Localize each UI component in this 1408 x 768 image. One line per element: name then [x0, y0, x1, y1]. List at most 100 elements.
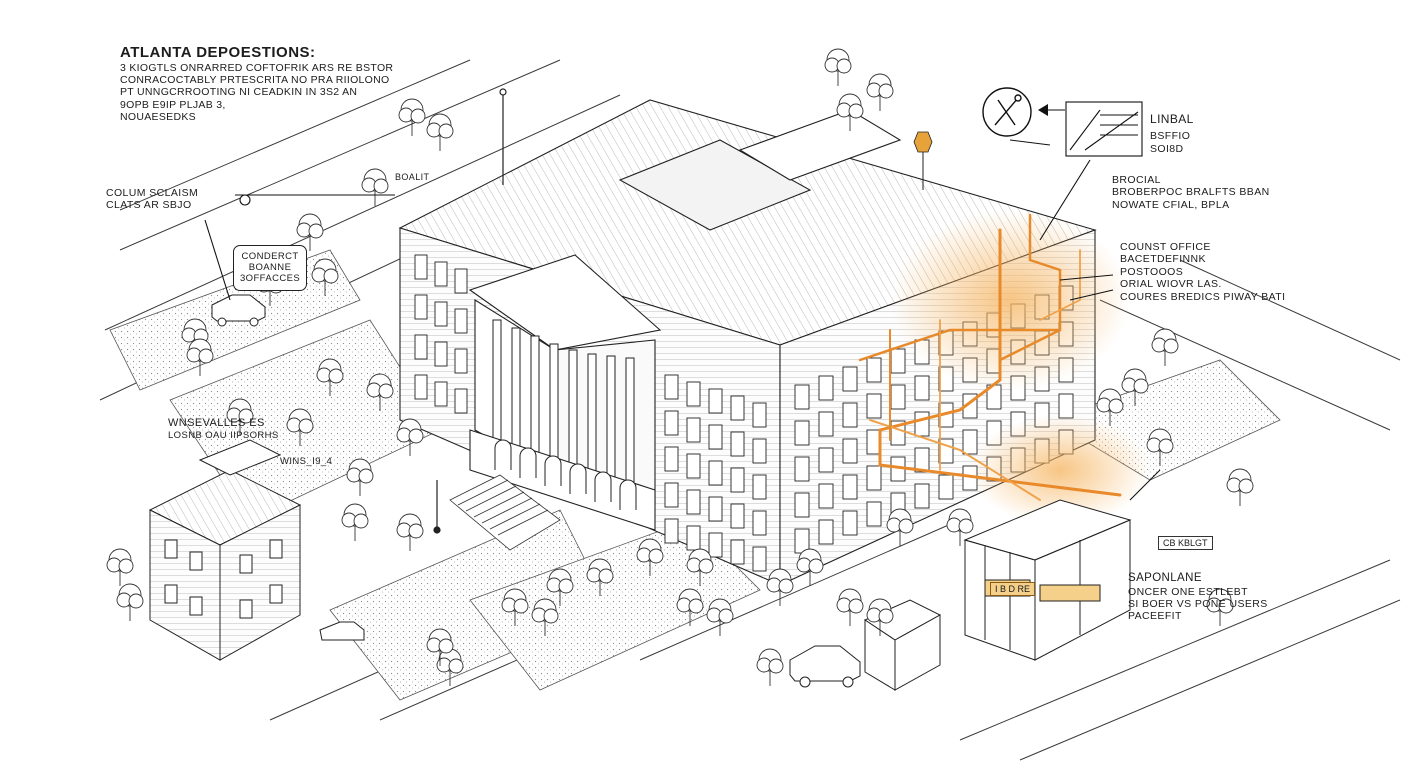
- tree-icon: [426, 628, 454, 666]
- tree-icon: [1226, 468, 1254, 506]
- callout-boalit: BOALIT: [395, 172, 430, 182]
- kiosk-sign-banner: I B D RE: [990, 582, 1036, 596]
- utility-kiosk: [863, 499, 1132, 691]
- callout-conderct-line2: BOANNE: [248, 262, 292, 274]
- lamp-post-icon: [433, 88, 507, 534]
- callout-court-office-line3: POSTOOOS: [1120, 265, 1184, 278]
- window: [708, 532, 723, 558]
- callout-saponlane-line2: ONCER ONE ESTLEBT: [1128, 585, 1248, 598]
- tree-icon: [1146, 428, 1174, 466]
- callout-saponlane-line3: SI BOER VS PONE USERS: [1128, 597, 1268, 610]
- window: [752, 510, 767, 536]
- window: [686, 417, 701, 443]
- window: [454, 268, 468, 294]
- callout-conderct-line3: 3OFFACCES: [240, 273, 301, 285]
- tree-icon: [501, 588, 529, 626]
- title-line-1: 3 KIOGTLS ONRARRED COFTOFRIK ARS RE BSTO…: [120, 61, 394, 74]
- title-block: ATLANTA DEPOESTIONS: 3 KIOGTLS ONRARRED …: [120, 44, 393, 124]
- window: [664, 446, 679, 472]
- window: [914, 447, 930, 473]
- tree-icon: [436, 648, 464, 686]
- window: [752, 546, 767, 572]
- window: [708, 424, 723, 450]
- window: [890, 384, 906, 410]
- tree-icon: [286, 408, 314, 446]
- window: [866, 393, 882, 419]
- tree-icon: [766, 568, 794, 606]
- tree-icon: [886, 508, 914, 546]
- title-line-2: CONRACOCTABLY PRTESCRITA NO PRA RIIOLONO: [120, 74, 390, 87]
- tree-icon: [186, 338, 214, 376]
- window: [454, 388, 468, 414]
- callout-wins: WINS_I9_4: [280, 456, 333, 467]
- window: [1058, 393, 1074, 419]
- window: [434, 301, 448, 327]
- tree-icon: [836, 588, 864, 626]
- window: [686, 525, 701, 551]
- window: [414, 334, 428, 360]
- window: [434, 381, 448, 407]
- tree-icon: [341, 503, 369, 541]
- leader-lines: [204, 109, 1161, 501]
- tree-icon: [366, 373, 394, 411]
- title-line-3: PT UNNGCRROOTING NI CEADKIN IN 3S2 AN: [120, 86, 358, 99]
- window: [842, 402, 858, 428]
- tree-icon: [546, 568, 574, 606]
- callout-colum-scalism: COLUM SCLAISM CLATS AR SBJO: [106, 187, 198, 212]
- callout-court-office-line5: COURES BREDICS PIWAY BATI: [1120, 290, 1286, 303]
- window: [794, 492, 810, 518]
- callout-brocial-line1: BROCIAL: [1112, 174, 1161, 186]
- callout-court-office-line2: BACETDEFINNK: [1120, 253, 1206, 266]
- window: [890, 348, 906, 374]
- window: [730, 539, 745, 565]
- tree-icon: [946, 508, 974, 546]
- window: [866, 501, 882, 527]
- blueprint-thumbnail-icon: [1065, 101, 1143, 157]
- corner-building: [148, 439, 302, 661]
- window: [708, 496, 723, 522]
- window: [842, 510, 858, 536]
- window: [434, 341, 448, 367]
- window: [914, 483, 930, 509]
- callout-court-office-line4: ORIAL WIOVR LAS.: [1120, 278, 1222, 291]
- tree-icon: [106, 548, 134, 586]
- tree-icon: [396, 418, 424, 456]
- callout-colum-scalism-line1: COLUM SCLAISM: [106, 187, 199, 199]
- window: [842, 366, 858, 392]
- tree-icon: [586, 558, 614, 596]
- callout-linbal: LINBAL BSFFIO SOI8D: [1150, 112, 1194, 155]
- tree-icon: [1206, 588, 1234, 626]
- window: [730, 431, 745, 457]
- window: [454, 308, 468, 334]
- window: [938, 438, 954, 464]
- arrow-left-icon: [1038, 104, 1048, 116]
- window: [818, 375, 834, 401]
- tree-icon: [636, 538, 664, 576]
- window: [794, 420, 810, 446]
- tools-icon: [982, 87, 1032, 137]
- window: [454, 348, 468, 374]
- pediment: [468, 254, 662, 351]
- window: [664, 374, 679, 400]
- callout-saponlane-line4: PACEEFIT: [1128, 610, 1182, 623]
- tree-icon: [361, 168, 389, 206]
- window: [664, 410, 679, 436]
- window: [938, 474, 954, 500]
- title-line-4: 9OPB E9IP PLJAB 3,: [120, 98, 226, 111]
- window: [664, 482, 679, 508]
- tree-icon: [398, 98, 426, 136]
- tree-icon: [756, 648, 784, 686]
- window: [752, 402, 767, 428]
- window: [730, 503, 745, 529]
- callout-court-office-line1: COUNST OFFICE: [1120, 241, 1211, 253]
- window: [842, 474, 858, 500]
- tree-icon: [676, 588, 704, 626]
- callout-wnsevalles-line1: WNSEVALLES ES: [168, 417, 265, 429]
- roof-sign-icon: [913, 131, 933, 190]
- window: [842, 438, 858, 464]
- tree-icon: [1096, 388, 1124, 426]
- window: [414, 294, 428, 320]
- callout-court-office: COUNST OFFICE BACETDEFINNK POSTOOOS ORIA…: [1120, 241, 1285, 303]
- callout-wnsevalles: WNSEVALLES ES LOSNB OAU IIPSORHS: [168, 417, 279, 441]
